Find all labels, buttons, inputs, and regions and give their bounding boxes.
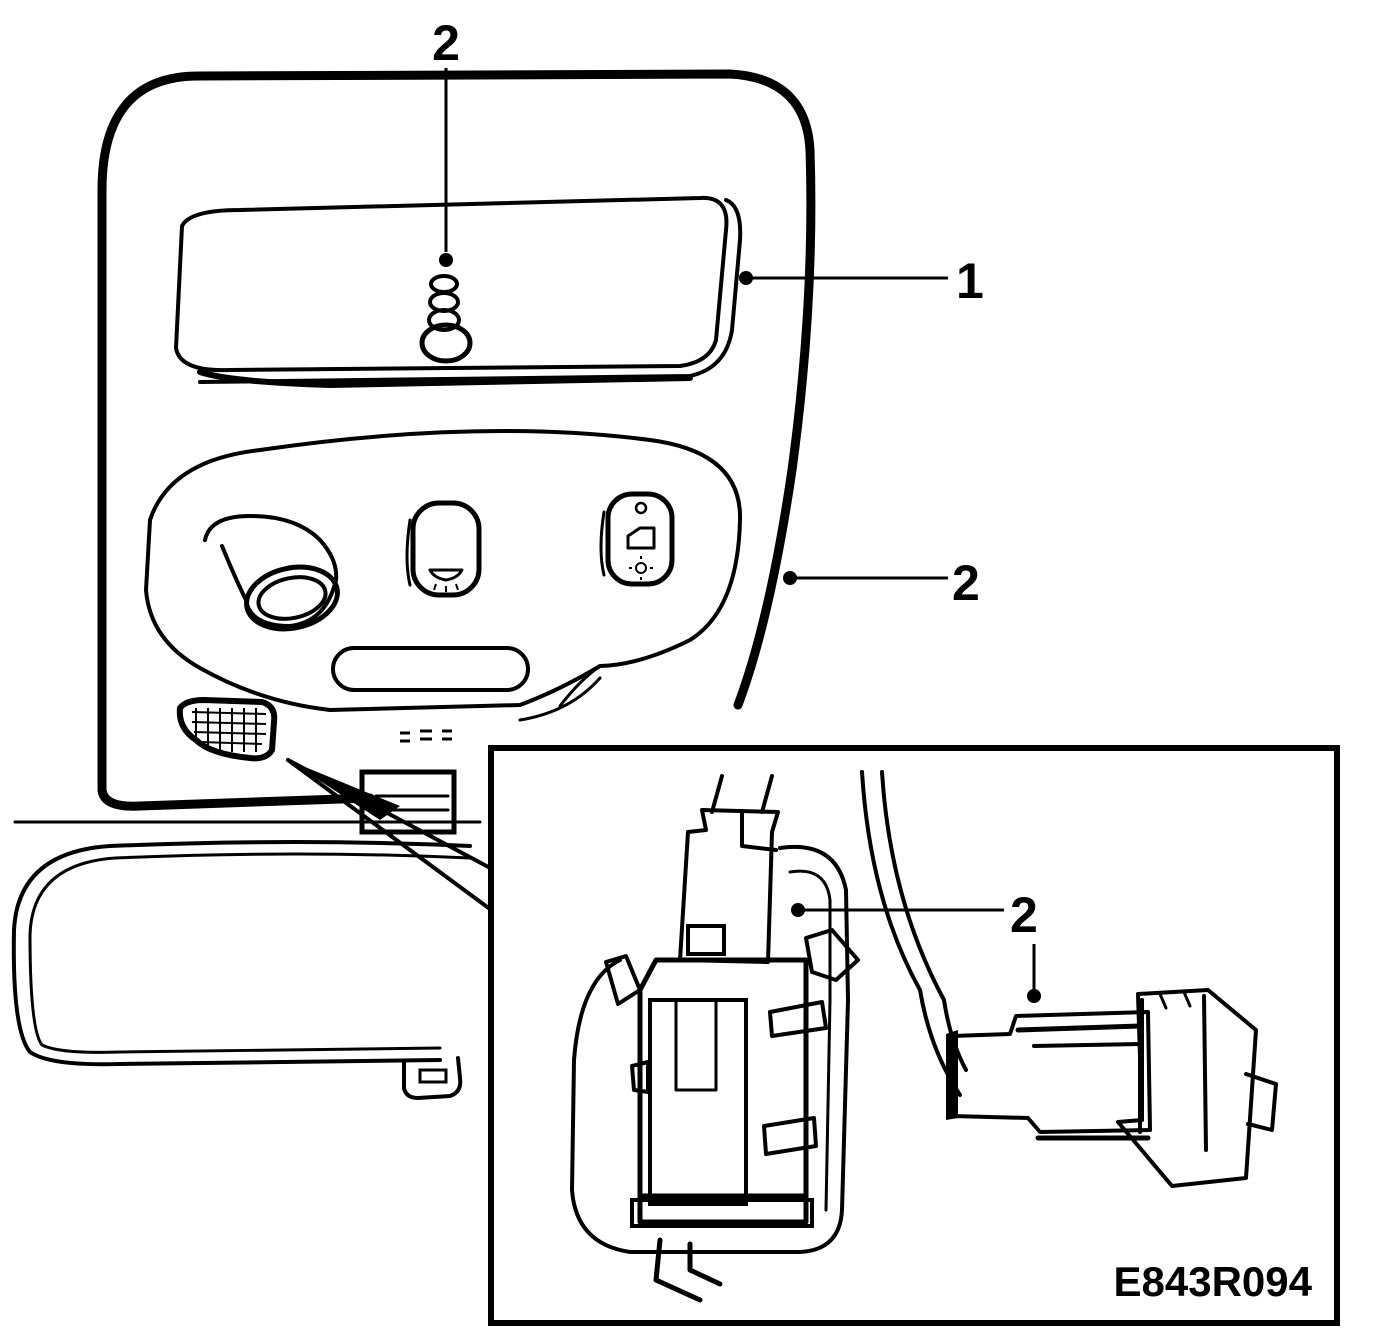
detail-inset: 2 E843R094 bbox=[488, 745, 1340, 1326]
sun-symbol-icon bbox=[635, 562, 647, 574]
detail-pointer bbox=[286, 758, 496, 914]
reading-light-switch bbox=[405, 500, 482, 598]
vent-dashes bbox=[400, 729, 452, 743]
callout-inset-socket-label: 2 bbox=[1010, 887, 1038, 943]
sunroof-switch bbox=[599, 491, 675, 587]
door-symbol-icon bbox=[626, 526, 656, 550]
callout-inset-connector bbox=[1027, 944, 1041, 1003]
callout-side-edge: 2 bbox=[783, 555, 980, 611]
bulb-socket bbox=[570, 808, 860, 1303]
reference-code: E843R094 bbox=[1114, 1258, 1313, 1305]
lens-screw-icon bbox=[419, 253, 473, 364]
indicator-led-icon bbox=[634, 501, 648, 515]
callout-top-lamp: 2 bbox=[432, 15, 460, 252]
callout-inset-socket: 2 bbox=[791, 887, 1038, 943]
clip-slot bbox=[418, 1068, 448, 1084]
panel-slot bbox=[331, 646, 530, 692]
callout-panel: 1 bbox=[739, 253, 984, 309]
callout-top-lamp-label: 2 bbox=[432, 15, 460, 71]
switch-panel bbox=[144, 429, 743, 722]
sensor-grille bbox=[176, 697, 278, 762]
lamp-symbol-icon bbox=[428, 568, 464, 582]
headliner bbox=[11, 820, 482, 1100]
callout-panel-label: 1 bbox=[956, 253, 984, 309]
console-housing bbox=[97, 69, 816, 811]
reading-lamp-lens bbox=[174, 195, 743, 388]
callout-side-edge-label: 2 bbox=[952, 555, 980, 611]
wiring-connector bbox=[946, 988, 1278, 1188]
rotary-knob-icon bbox=[203, 514, 340, 632]
